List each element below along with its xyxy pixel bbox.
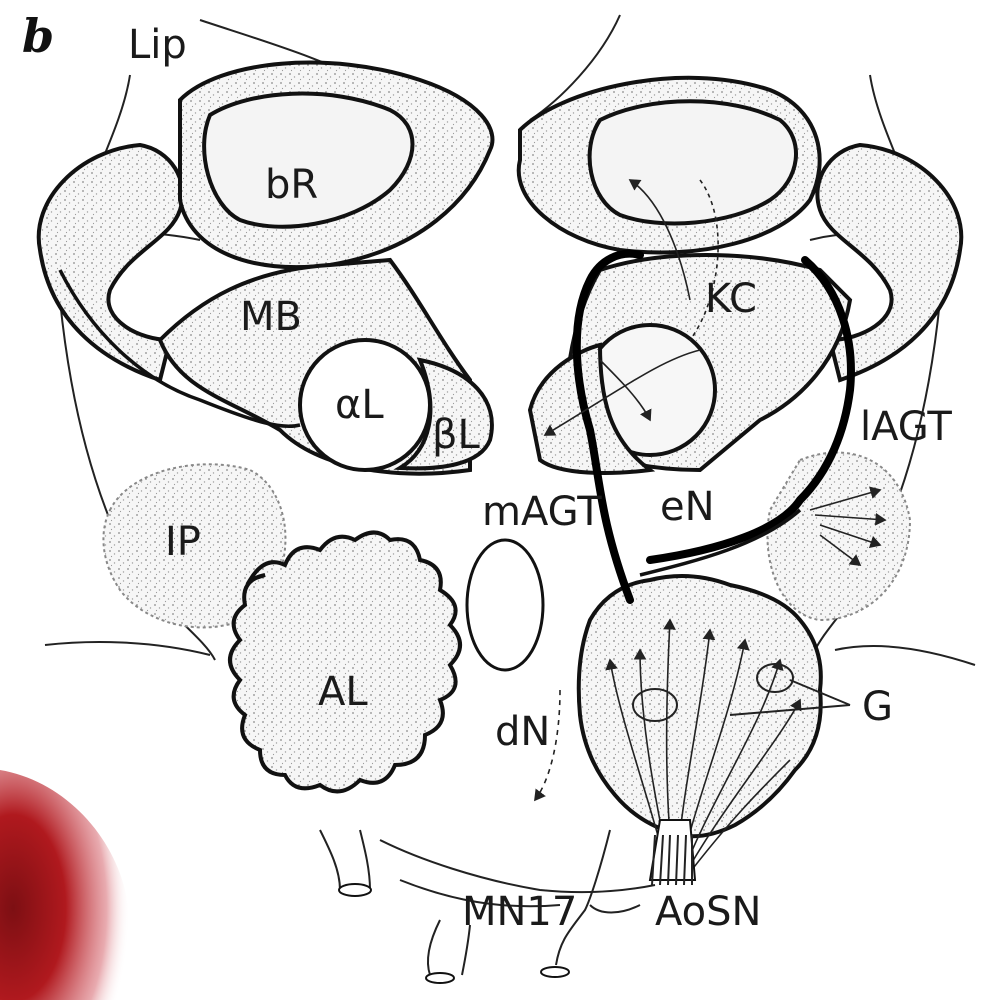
label-g: G <box>862 684 893 730</box>
label-al: AL <box>318 669 368 715</box>
label-kc: KC <box>705 276 757 322</box>
panel-letter: b <box>22 9 54 63</box>
label-magt: mAGT <box>482 489 602 535</box>
magt-tract-ellipse <box>467 540 543 670</box>
label-ip: IP <box>165 519 201 565</box>
red-corner-object <box>0 770 130 1000</box>
label-lagt: lAGT <box>860 404 952 450</box>
label-beta-lobe: βL <box>432 412 481 458</box>
label-alpha-lobe: αL <box>335 382 384 428</box>
label-lip: Lip <box>128 22 187 68</box>
label-br: bR <box>265 162 318 208</box>
label-mb: MB <box>240 294 302 340</box>
label-mn17: MN17 <box>462 889 577 935</box>
label-aosn: AoSN <box>655 889 761 935</box>
right-antennal-lobe <box>579 576 821 885</box>
left-mushroom-body <box>39 63 493 474</box>
label-dn: dN <box>495 709 550 755</box>
label-en: eN <box>660 484 715 530</box>
